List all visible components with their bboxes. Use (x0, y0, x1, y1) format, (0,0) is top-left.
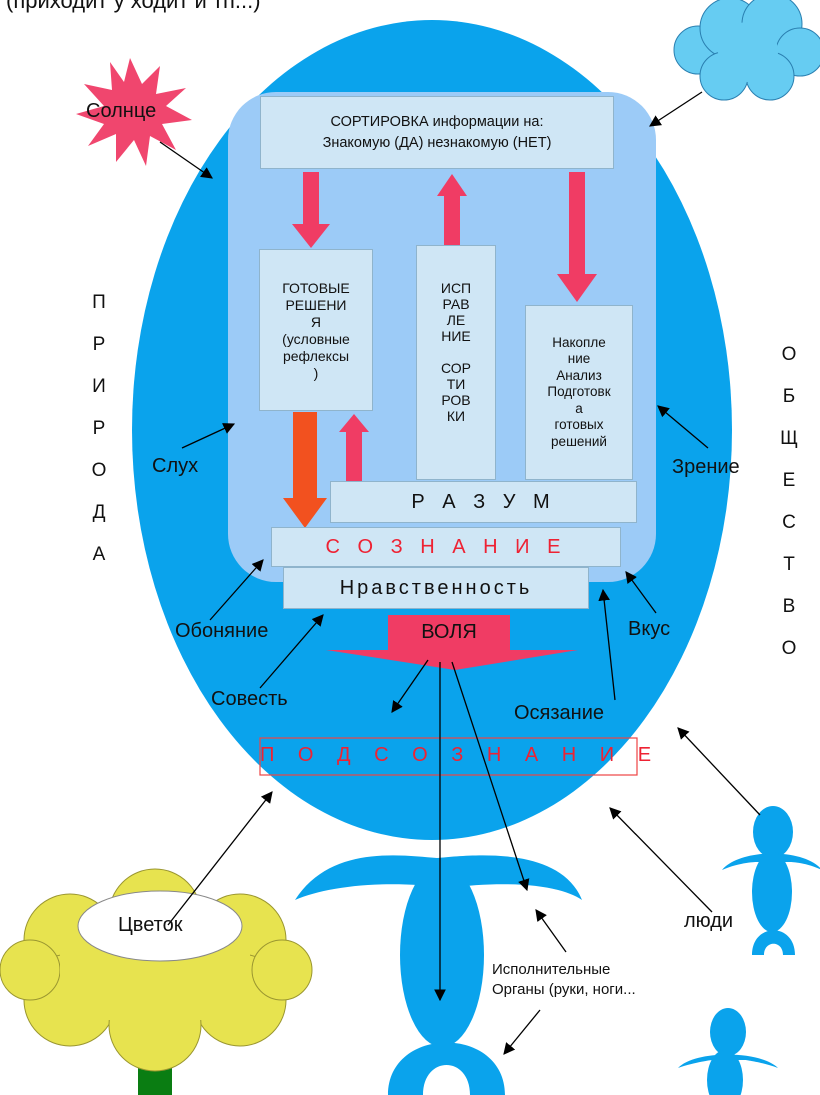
ready-decisions-text: ГОТОВЫЕ РЕШЕНИ Я (условные рефлексы ) (282, 280, 350, 381)
sorting-box: СОРТИРОВКА информации на: Знакомую (ДА) … (260, 96, 614, 169)
will-funnel (326, 650, 578, 670)
accumulation-box: Накопле ние Анализ Подготовк а готовых р… (525, 305, 633, 480)
executive-figure (295, 855, 582, 1095)
subconscious-frame (259, 737, 638, 776)
flow-arrows (283, 172, 597, 528)
smell-label: Обоняние (175, 620, 269, 642)
nature-vertical-word: П Р И Р О Д А (91, 292, 107, 565)
header-fragment: (приходит у ходит и тп...) (6, 0, 261, 13)
flower-label: Цветок (118, 914, 183, 936)
will-block (388, 615, 510, 653)
correction-box: ИСП РАВ ЛЕ НИЕ СОР ТИ РОВ КИ (416, 245, 496, 480)
correction-text: ИСП РАВ ЛЕ НИЕ СОР ТИ РОВ КИ (440, 280, 472, 424)
hearing-label: Слух (152, 455, 199, 477)
vision-label: Зрение (672, 456, 740, 478)
taste-label: Вкус (628, 618, 671, 640)
morality-box: Нравственность (283, 567, 589, 609)
consciousness-text: С О З Н А Н И Е (325, 535, 567, 558)
people-label: люди (684, 910, 734, 932)
consciousness-box: С О З Н А Н И Е (271, 527, 621, 567)
touch-label: Осязание (514, 702, 605, 724)
ready-decisions-box: ГОТОВЫЕ РЕШЕНИ Я (условные рефлексы ) (259, 249, 373, 411)
accumulation-text: Накопле ние Анализ Подготовк а готовых р… (547, 334, 611, 449)
sun-label: Солнце (86, 100, 157, 122)
society-vertical-word: О Б Щ Е С Т В О (780, 344, 798, 659)
flower-center (77, 890, 243, 962)
organs-label: Исполнительные Органы (руки, ноги... (492, 960, 636, 1000)
subconscious-label: П О Д С О З Н А Н И Е (260, 744, 661, 766)
morality-text: Нравственность (339, 576, 533, 599)
pointer-arrows (159, 91, 761, 1055)
conscience-label: Совесть (211, 688, 288, 710)
sorting-text: СОРТИРОВКА информации на: Знакомую (ДА) … (322, 113, 552, 151)
person-figure-1 (722, 806, 820, 955)
cloud-shape (673, 0, 820, 101)
person-figure-2 (678, 1008, 778, 1095)
reason-box: Р А З У М (330, 481, 637, 523)
reason-text: Р А З У М (411, 490, 556, 513)
will-label: ВОЛЯ (421, 621, 477, 643)
sun-star (76, 58, 192, 166)
